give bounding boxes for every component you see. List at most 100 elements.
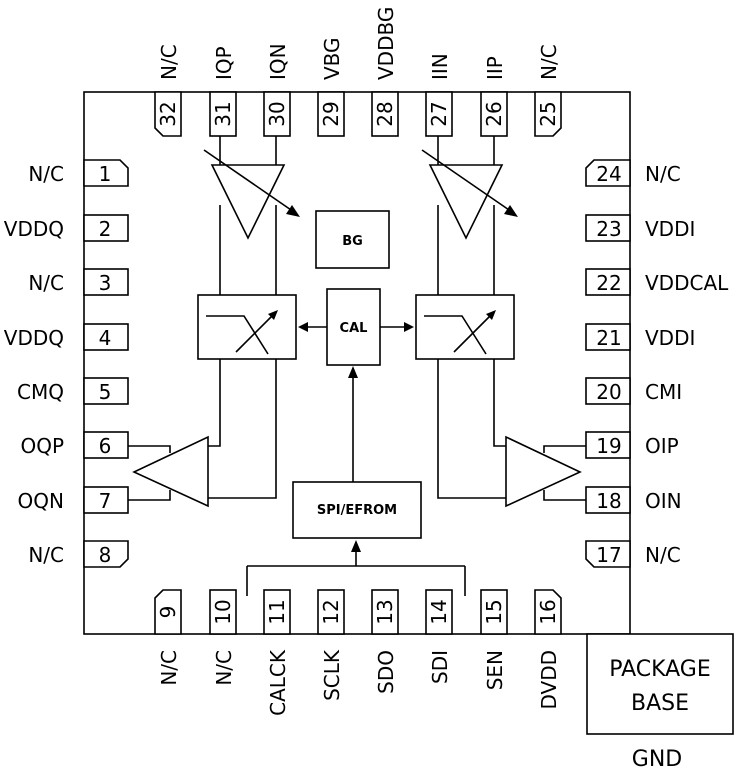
pin-31-box (209, 91, 237, 137)
pin-3-number: 3 (99, 271, 112, 295)
pin-16-number: 16 (536, 599, 560, 624)
pin-19-label: OIP (645, 434, 679, 458)
pin-1-box (83, 159, 129, 187)
pin-4-box (83, 323, 129, 351)
package-base-label-line1: PACKAGE (609, 657, 711, 682)
q-output-triangle (132, 435, 209, 508)
package-base-box (586, 633, 734, 735)
top-pins: 32 N/C 31 IQP 30 IQN 29 VBG 28 VDDBG 27 … (154, 7, 562, 137)
pin-6-number: 6 (99, 434, 112, 458)
pin-32-box (154, 91, 182, 137)
spi-to-cal-arrow (348, 366, 358, 378)
pin-30-box (263, 91, 291, 137)
pin-5-label: CMQ (17, 380, 64, 404)
i-output-amplifier (437, 359, 586, 508)
pin-21-label: VDDI (645, 326, 695, 350)
pin-23-label: VDDI (645, 217, 695, 241)
pin-9-number: 9 (156, 606, 180, 619)
pin-26-label: IIP (483, 56, 507, 80)
pin-10-box (209, 589, 237, 635)
pin-30-number: 30 (265, 101, 289, 126)
pin-21-box (585, 323, 631, 351)
pin-14-box (425, 589, 453, 635)
pin-20-box (585, 377, 631, 405)
pin-9-label: N/C (157, 650, 181, 686)
pin-12-label: SCLK (320, 649, 344, 701)
pin-28-box (371, 91, 399, 137)
pin-28-label: VDDBG (374, 7, 398, 80)
pin-16-box (534, 589, 562, 635)
i-filter-block (415, 294, 515, 360)
pin-10-label: N/C (212, 650, 236, 686)
pin-29-label: VBG (320, 37, 344, 80)
digital-bus (246, 540, 466, 596)
pin-5-box (83, 377, 129, 405)
pin-27-number: 27 (427, 101, 451, 126)
q-vga-triangle (210, 164, 286, 240)
pin-18-label: OIN (645, 489, 682, 513)
pin-7-number: 7 (99, 489, 112, 513)
i-output-triangle (505, 435, 582, 508)
pin-28-number: 28 (373, 101, 397, 126)
pin-14-number: 14 (427, 599, 451, 624)
q-vga-arrowhead (286, 205, 300, 217)
pin-25-label: N/C (537, 44, 561, 80)
pin-11-number: 11 (265, 599, 289, 624)
pin-22-box (585, 268, 631, 296)
pin-11-box (263, 589, 291, 635)
spi-efrom-block (292, 481, 422, 539)
pin-31-label: IQP (212, 46, 236, 80)
pin-18-number: 18 (596, 489, 621, 513)
pin-24-number: 24 (596, 162, 621, 186)
gnd-label: GND (632, 747, 682, 772)
pin-3-box (83, 268, 129, 296)
bg-block (315, 210, 390, 269)
pin-9-box (154, 589, 182, 635)
pin-19-box (585, 431, 631, 459)
spi-efrom-label: SPI/EFROM (317, 503, 397, 518)
pin-27-box (425, 91, 453, 137)
pin-21-number: 21 (596, 326, 621, 350)
pin-15-number: 15 (482, 599, 506, 624)
package-base-label-line2: BASE (631, 691, 689, 716)
pin-25-box (534, 91, 562, 137)
pin-14-label: SDI (428, 650, 452, 684)
pin-13-box (371, 589, 399, 635)
pin-12-box (317, 589, 345, 635)
pin-32-label: N/C (157, 44, 181, 80)
pin-15-label: SEN (483, 650, 507, 690)
pin-13-label: SDO (374, 650, 398, 694)
pin-4-label: VDDQ (4, 326, 64, 350)
pin-1-number: 1 (99, 162, 112, 186)
pin-8-label: N/C (28, 543, 64, 567)
cal-block-label: CAL (340, 321, 368, 336)
pin-20-number: 20 (596, 380, 621, 404)
pin-6-box (83, 431, 129, 459)
bottom-pins: 9 N/C 10 N/C 11 CALCK 12 SCLK 13 SDO 14 … (154, 589, 562, 716)
pin-2-label: VDDQ (4, 217, 64, 241)
pin-15-box (480, 589, 508, 635)
q-filter-block (197, 294, 297, 360)
pin-22-number: 22 (596, 271, 621, 295)
pin-4-number: 4 (99, 326, 112, 350)
pin-6-label: OQP (20, 434, 64, 458)
pin-32-number: 32 (156, 101, 180, 126)
pin-3-label: N/C (28, 271, 64, 295)
pin-22-label: VDDCAL (645, 271, 729, 295)
pin-30-label: IQN (266, 43, 290, 80)
pin-1-label: N/C (28, 162, 64, 186)
cal-to-i-filter-arrow (404, 322, 414, 332)
pin-23-box (585, 214, 631, 242)
pin-13-number: 13 (373, 599, 397, 624)
pin-17-box (585, 540, 631, 568)
pin-11-label: CALCK (266, 649, 290, 716)
pin-8-number: 8 (99, 543, 112, 567)
pin-23-number: 23 (596, 217, 621, 241)
pin-8-box (83, 540, 129, 568)
pin-24-label: N/C (645, 162, 681, 186)
right-pins: 24 N/C 23 VDDI 22 VDDCAL 21 VDDI 20 CMI … (585, 159, 729, 568)
i-input-amplifier (421, 136, 518, 295)
pin-29-box (317, 91, 345, 137)
pin-7-label: OQN (18, 489, 64, 513)
